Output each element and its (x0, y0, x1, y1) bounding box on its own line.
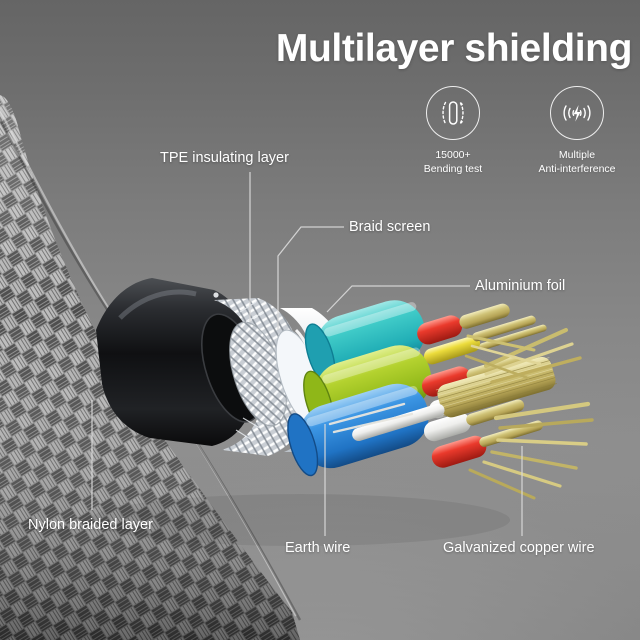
inner-wire-bundle-art (287, 300, 594, 500)
callout-label-foil: Aluminium foil (475, 278, 566, 294)
callout-label-braid: Braid screen (349, 219, 431, 235)
page-title: Multilayer shielding (275, 27, 632, 70)
callout-label-tpe: TPE insulating layer (160, 150, 289, 166)
badge-bending-line1: 15000+ (435, 149, 471, 161)
badge-anti-line1: Multiple (558, 149, 596, 161)
callout-label-nylon: Nylon braided layer (28, 517, 153, 533)
callout-label-copper: Galvanized copper wire (443, 540, 595, 556)
badge-anti-line2: Anti-interference (538, 162, 616, 175)
callout-label-earth: Earth wire (285, 540, 351, 556)
badge-anti-interference: Multiple Anti-interference (536, 86, 618, 176)
galvanized-copper-wire-art (435, 328, 594, 500)
bending-cable-icon (426, 86, 480, 140)
badge-bending-line2: Bending test (423, 162, 483, 175)
badge-bending-test: 15000+ Bending test (412, 86, 494, 176)
wire-cyan-cores (417, 303, 547, 365)
anti-interference-waves-icon (550, 86, 604, 140)
feature-badges: 15000+ Bending test Multiple Anti-interf… (412, 86, 618, 176)
earth-wire-art (328, 402, 445, 442)
